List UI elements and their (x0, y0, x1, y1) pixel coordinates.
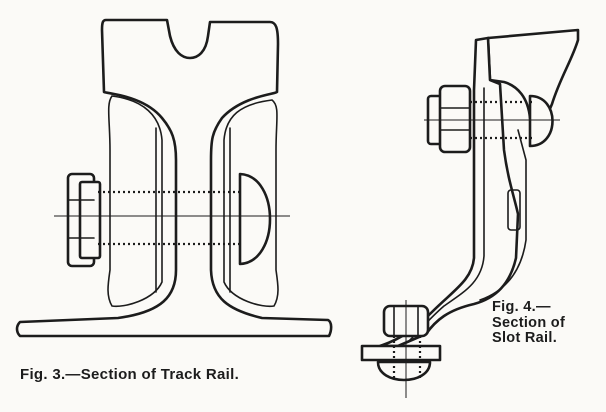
slot-rail-yoke-plate (479, 129, 527, 301)
fig4-caption-line-2: Section of (492, 314, 566, 331)
fig4-caption-line-3: Slot Rail. (492, 330, 558, 346)
right-fishplate (223, 99, 279, 308)
slot-rail-lug (507, 189, 521, 231)
slot-upper-bolt (424, 84, 560, 154)
track-rail-section (15, 18, 333, 338)
left-fishplate (107, 95, 163, 308)
track-bolt-nut (66, 172, 102, 268)
slot-lower-bolt (360, 300, 442, 398)
slot-rail-section (360, 28, 580, 398)
fig4-caption: Fig. 4.— Section of Slot Rail. (492, 299, 566, 347)
fig4-caption-line-1: Fig. 4.— (492, 299, 551, 315)
fig3-caption: Fig. 3.—Section of Track Rail. (20, 366, 240, 383)
track-rail-outline (15, 18, 333, 338)
track-bolt-head (238, 172, 272, 266)
